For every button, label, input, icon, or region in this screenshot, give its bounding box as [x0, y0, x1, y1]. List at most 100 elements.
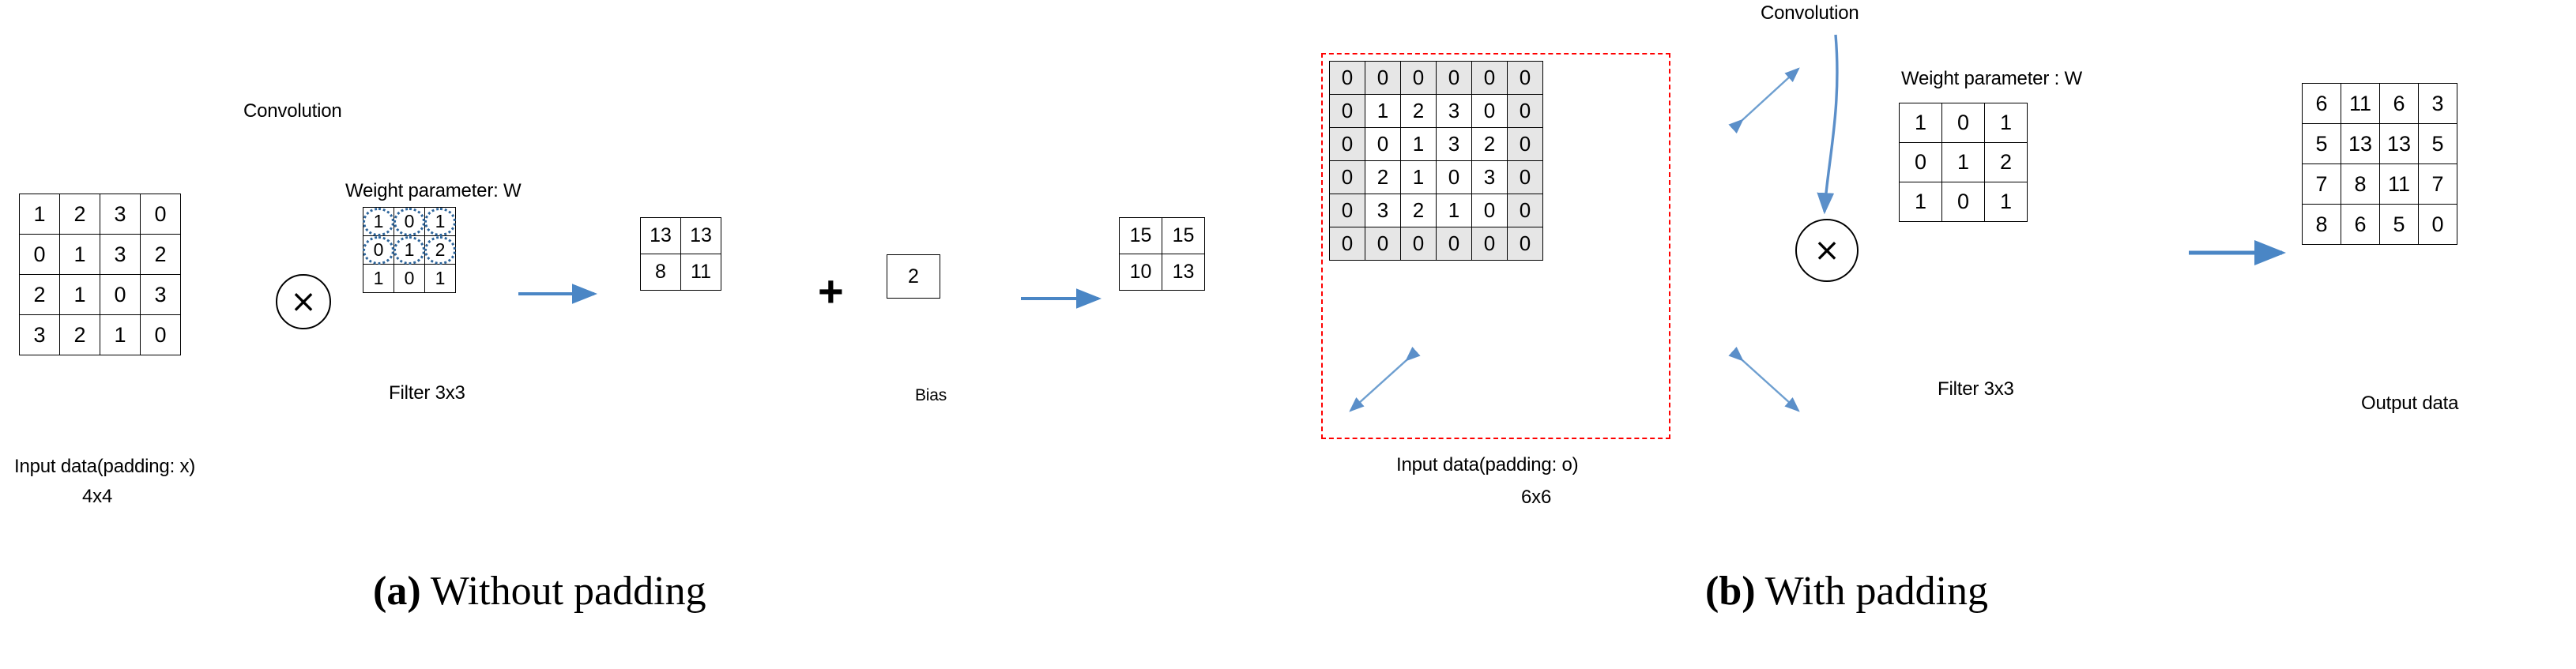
- table-row: 6 11 6 3: [2302, 83, 2457, 124]
- filter-sublabel-b: Filter 3x3: [1938, 378, 2014, 400]
- table-row: 1 0 1: [1899, 103, 2028, 143]
- table-row: 0 1 2: [1899, 142, 2028, 182]
- cell: 7: [2418, 163, 2457, 205]
- filter-grid-b: 1 0 1 0 1 2 1 0 1: [1899, 103, 2028, 222]
- cell-value: 2: [435, 239, 446, 260]
- cell: 10: [1119, 254, 1162, 291]
- cell: 7: [2302, 163, 2341, 205]
- cell: 0: [394, 264, 425, 293]
- multiply-icon: ×: [1813, 232, 1840, 269]
- cell: 1: [1365, 94, 1401, 128]
- cell: 3: [100, 234, 141, 275]
- cell: 0: [1365, 227, 1401, 261]
- table-row: 1 0 1: [363, 207, 456, 236]
- caption-b-text: With padding: [1764, 569, 1989, 614]
- table-row: 15 15: [1119, 217, 1205, 254]
- cell: 1: [100, 314, 141, 355]
- cell: 1: [363, 264, 394, 293]
- cell: 1: [394, 235, 425, 265]
- cell: 1: [59, 234, 100, 275]
- table-row: 5 13 13 5: [2302, 123, 2457, 164]
- table-row: 0 0 1 3 2 0: [1329, 127, 1543, 161]
- cell: 2: [59, 314, 100, 355]
- table-row: 0 0 0 0 0 0: [1329, 61, 1543, 95]
- cell: 15: [1162, 217, 1205, 254]
- cell: 0: [363, 235, 394, 265]
- cell: 6: [2302, 83, 2341, 124]
- cell: 3: [1471, 160, 1508, 194]
- caption-a-text: Without padding: [430, 569, 706, 614]
- cell: 2: [1400, 94, 1437, 128]
- cell: 1: [1984, 103, 2028, 143]
- cell: 3: [2418, 83, 2457, 124]
- cell: 3: [1436, 127, 1472, 161]
- input-data-grid-a: 1 2 3 0 0 1 3 2 2 1 0 3 3 2 1 0: [19, 194, 181, 355]
- cell-value: 1: [404, 239, 415, 260]
- cell: 2: [1984, 142, 2028, 182]
- cell: 2: [1400, 194, 1437, 227]
- cell: 0: [394, 207, 425, 236]
- cell: 0: [1436, 160, 1472, 194]
- cell: 2: [1471, 127, 1508, 161]
- cell: 0: [1329, 127, 1365, 161]
- cell: 0: [1329, 194, 1365, 227]
- cell: 13: [2341, 123, 2380, 164]
- output-data-label-b: Output data: [2361, 393, 2459, 414]
- cell: 13: [680, 217, 721, 254]
- arrow-convolution-to-operator-b: [1817, 34, 1839, 215]
- filter-sublabel-a: Filter 3x3: [389, 382, 465, 404]
- cell: 1: [1899, 182, 1942, 222]
- cell: 8: [640, 254, 681, 291]
- cell: 0: [1471, 94, 1508, 128]
- weight-parameter-title-b: Weight parameter : W: [1901, 68, 2082, 89]
- cell: 2: [59, 194, 100, 235]
- table-row: 7 8 11 7: [2302, 163, 2457, 205]
- table-row: 1 0 1: [1899, 182, 2028, 222]
- cell-value: 1: [373, 211, 384, 231]
- padded-input-grid-b: 0 0 0 0 0 0 0 1 2 3 0 0 0 0 1 3 2 0 0 2 …: [1329, 61, 1543, 261]
- plus-operator-a: +: [818, 266, 844, 316]
- table-row: 1 2 3 0: [19, 194, 181, 235]
- cell: 0: [1507, 61, 1543, 95]
- cell-value: 0: [404, 211, 415, 231]
- cell: 0: [1436, 227, 1472, 261]
- table-row: 0 3 2 1 0 0: [1329, 194, 1543, 227]
- cell: 13: [1162, 254, 1205, 291]
- cell: 0: [1329, 227, 1365, 261]
- convolution-label-a: Convolution: [243, 100, 342, 122]
- caption-b: (b) With padding: [1705, 568, 1988, 615]
- cell: 0: [140, 314, 181, 355]
- cell: 0: [1471, 194, 1508, 227]
- table-row: 2 1 0 3: [19, 274, 181, 315]
- multiply-icon: ×: [290, 284, 317, 320]
- bias-box-a: 2: [887, 254, 940, 299]
- cell: 2: [140, 234, 181, 275]
- table-row: 1 0 1: [363, 264, 456, 293]
- cell: 1: [363, 207, 394, 236]
- cell: 11: [680, 254, 721, 291]
- bias-label-a: Bias: [915, 386, 947, 404]
- conv-result-grid-a: 13 13 8 11: [640, 217, 721, 291]
- cell: 1: [424, 264, 456, 293]
- multiply-operator-a: ×: [276, 274, 331, 329]
- cell: 2: [1365, 160, 1401, 194]
- cell: 2: [19, 274, 60, 315]
- table-row: 3 2 1 0: [19, 314, 181, 355]
- cell: 0: [1329, 61, 1365, 95]
- table-row: 13 13: [640, 217, 721, 254]
- cell: 2: [887, 254, 940, 299]
- table-row: 0 2 1 0 3 0: [1329, 160, 1543, 194]
- cell: 0: [1471, 61, 1508, 95]
- cell: 5: [2379, 204, 2419, 245]
- cell: 0: [1507, 160, 1543, 194]
- cell: 1: [1899, 103, 1942, 143]
- cell: 8: [2341, 163, 2380, 205]
- cell: 0: [19, 234, 60, 275]
- cell: 5: [2302, 123, 2341, 164]
- cell-value: 0: [373, 239, 384, 260]
- cell: 0: [1507, 227, 1543, 261]
- cell: 0: [1941, 103, 1985, 143]
- final-result-grid-a: 15 15 10 13: [1119, 217, 1205, 291]
- cell: 0: [1365, 127, 1401, 161]
- table-row: 0 0 0 0 0 0: [1329, 227, 1543, 261]
